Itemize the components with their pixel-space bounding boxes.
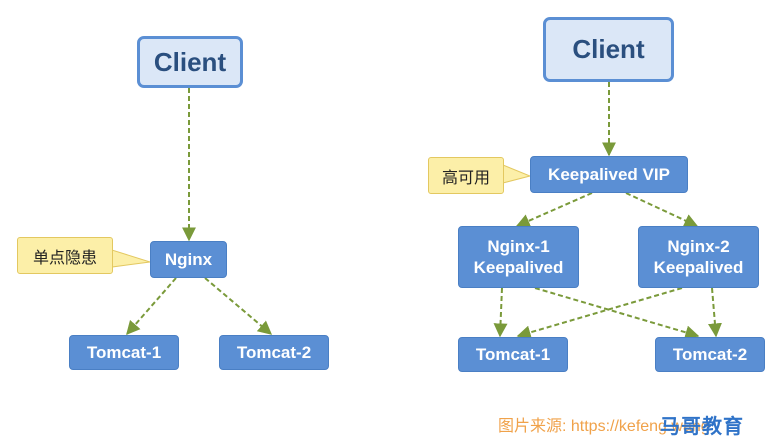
- callout-tail-left: [111, 249, 151, 268]
- arrow-nginx2-to-tomcat2: [707, 287, 722, 338]
- arrow-nginx2-to-tomcat1: [516, 287, 683, 340]
- arrow-vip-to-nginx1: [515, 192, 593, 228]
- left-client-node: Client: [137, 36, 243, 88]
- right-keepalived-vip-node: Keepalived VIP: [530, 156, 688, 193]
- left-tomcat2-node: Tomcat-2: [219, 335, 329, 370]
- right-client-node: Client: [543, 17, 674, 82]
- right-tomcat2-node: Tomcat-2: [655, 337, 765, 372]
- right-callout-high-availability: 高可用: [428, 157, 504, 194]
- arrow-nginx-to-tomcat2: [204, 277, 273, 335]
- arrow-nginx1-to-tomcat2: [534, 287, 700, 340]
- callout-tail-right: [502, 164, 532, 184]
- right-nginx2-keepalived-node: Nginx-2 Keepalived: [638, 226, 759, 288]
- magedu-logo: 马哥教育: [660, 416, 744, 438]
- right-tomcat1-node: Tomcat-1: [458, 337, 568, 372]
- left-callout-single-point-risk: 单点隐患: [17, 237, 113, 274]
- left-tomcat1-node: Tomcat-1: [69, 335, 179, 370]
- right-nginx1-keepalived-node: Nginx-1 Keepalived: [458, 226, 579, 288]
- arrow-nginx1-to-tomcat1: [493, 287, 508, 338]
- arrow-vip-to-nginx2: [625, 192, 699, 228]
- image-source-watermark: 图片来源: https://kefeng.wang: [498, 418, 710, 435]
- arrow-nginx-to-tomcat1: [126, 277, 177, 336]
- left-nginx-node: Nginx: [150, 241, 227, 278]
